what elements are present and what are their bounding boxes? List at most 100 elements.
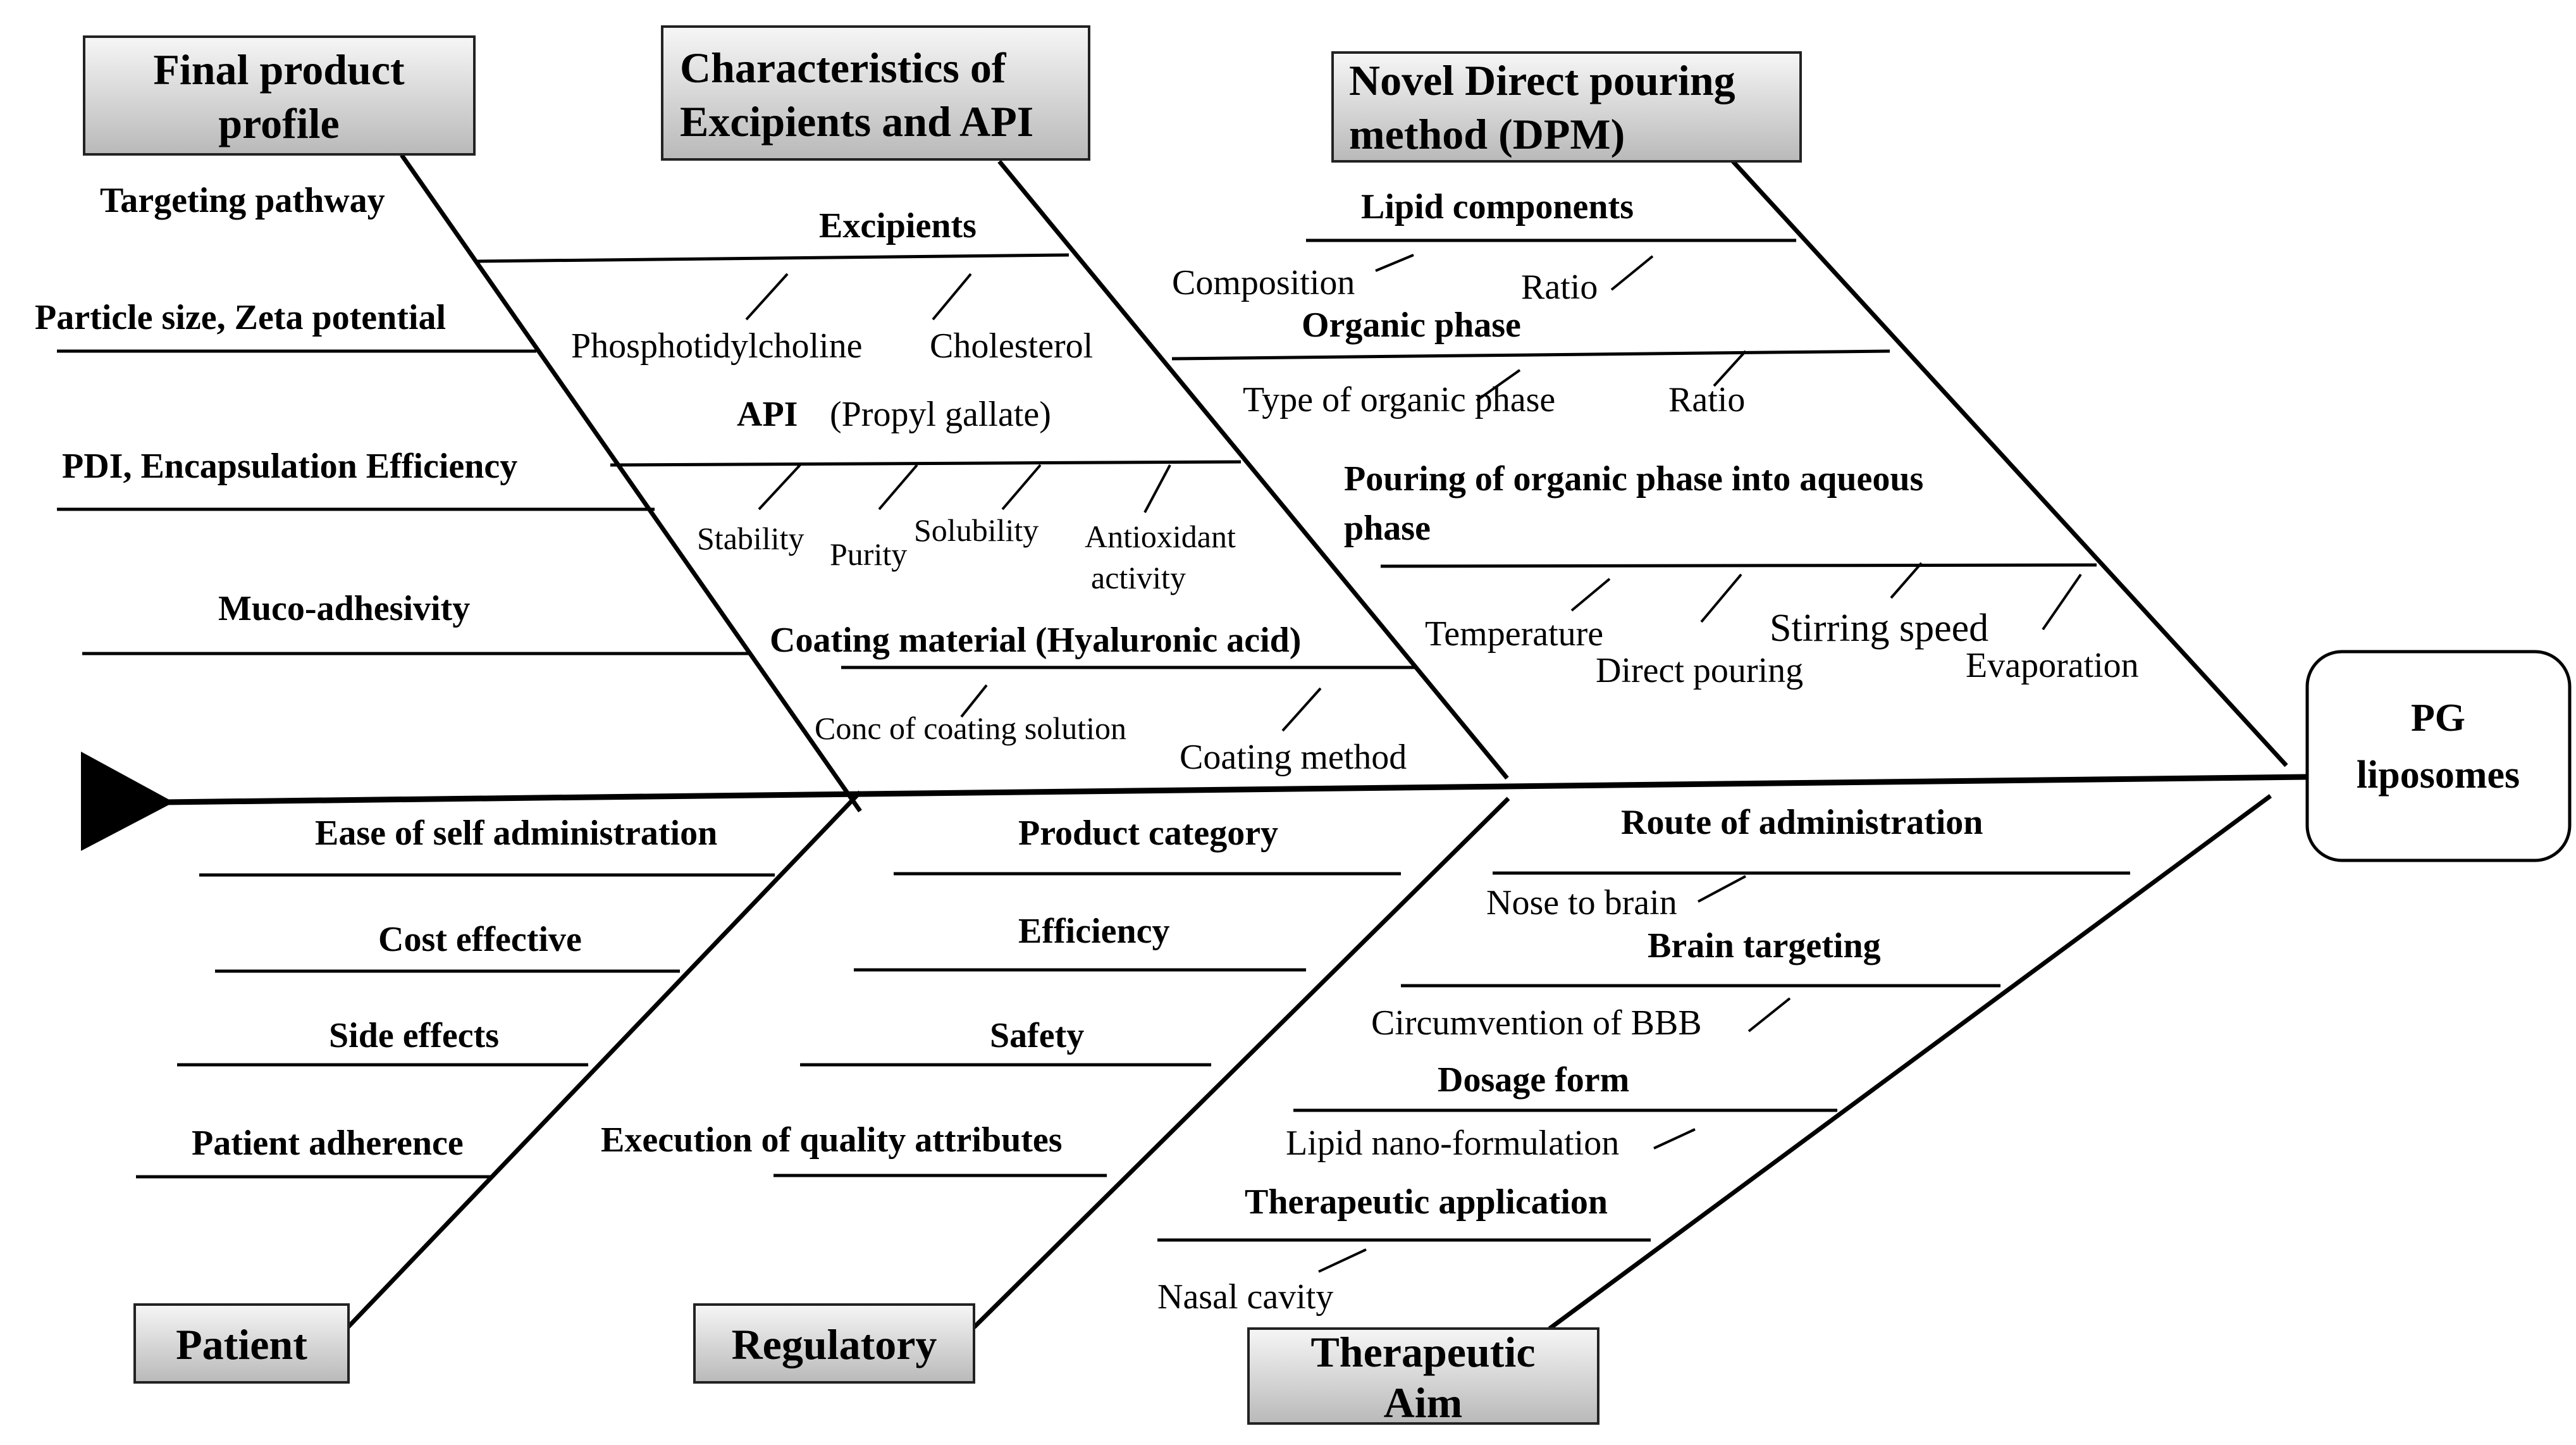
effect-box: PG liposomes: [2305, 650, 2572, 862]
label-evaporation: Evaporation: [1966, 646, 2139, 685]
spine: [164, 774, 2308, 805]
label-conc-coating: Conc of coating solution: [815, 710, 1126, 746]
subarrow-temperature: [1570, 578, 1611, 612]
subarrow-purity: [878, 464, 918, 511]
bone-final-product-profile: [400, 153, 862, 813]
label-nose: Nose to brain: [1486, 883, 1677, 922]
main-bones: [346, 153, 2288, 1330]
label-targeting-pathway: Targeting pathway: [100, 181, 385, 220]
label-coating-material: Coating material (Hyaluronic acid): [770, 621, 1301, 660]
category-title-line2: profile: [218, 99, 339, 147]
sub-cause-arrows: [745, 254, 2082, 1273]
subarrow-ratio1: [1610, 255, 1654, 291]
bone-excipients-api: [997, 159, 1509, 780]
cause-arrows: [57, 239, 2131, 1242]
category-title-line2: method (DPM): [1349, 110, 1625, 158]
label-composition: Composition: [1172, 263, 1355, 302]
subarrow-composition: [1375, 254, 1414, 272]
label-muco: Muco-adhesivity: [218, 589, 470, 628]
label-nasal: Nasal cavity: [1157, 1277, 1333, 1317]
label-circumvention: Circumvention of BBB: [1371, 1003, 1702, 1043]
category-regulatory: Regulatory: [693, 1303, 975, 1384]
label-stability: Stability: [697, 521, 804, 556]
label-solubility: Solubility: [914, 512, 1038, 548]
label-product-category: Product category: [1018, 814, 1278, 853]
category-title: Patient: [176, 1320, 307, 1368]
subarrow-type-organic: [1476, 369, 1521, 402]
label-purity: Purity: [830, 536, 907, 572]
label-therapeutic-app: Therapeutic application: [1245, 1182, 1608, 1222]
label-api: API: [737, 395, 798, 434]
arrow-api: [610, 460, 1242, 467]
bone-dpm: [1731, 159, 2288, 767]
category-final-product-profile: Final product profile: [83, 35, 476, 156]
label-antioxidant-1: Antioxidant: [1085, 519, 1236, 554]
subarrow-stability: [758, 464, 801, 511]
label-pouring-1: Pouring of organic phase into aqueous: [1344, 459, 1923, 499]
label-type-organic: Type of organic phase: [1243, 380, 1555, 419]
arrow-excipients: [477, 253, 1069, 263]
label-efficiency: Efficiency: [1018, 912, 1169, 951]
label-temperature: Temperature: [1425, 614, 1603, 654]
label-coating-method: Coating method: [1180, 738, 1407, 777]
category-title-line1: Final product: [153, 46, 405, 94]
subarrow-evaporation: [2042, 573, 2082, 631]
arrow-organic-phase: [1171, 349, 1890, 361]
bone-regulatory: [972, 797, 1510, 1329]
label-execution: Execution of quality attributes: [601, 1120, 1063, 1160]
category-therapeutic-aim: Therapeutic Aim: [1247, 1327, 1599, 1427]
subarrow-conc-coating: [960, 684, 988, 718]
label-direct-pouring: Direct pouring: [1596, 651, 1803, 690]
label-brain-targeting: Brain targeting: [1648, 926, 1881, 965]
category-excipients-api: Characteristics of Excipients and API: [661, 25, 1090, 161]
label-stirring: Stirring speed: [1770, 607, 1988, 650]
label-particle-size: Particle size, Zeta potential: [35, 298, 446, 337]
label-ratio-1: Ratio: [1521, 268, 1598, 307]
subarrow-phosphotidylcholine: [745, 273, 789, 321]
category-title-line1: Therapeutic: [1310, 1328, 1535, 1376]
subarrow-lipid-nano: [1653, 1128, 1696, 1150]
subarrow-antioxidant: [1143, 464, 1171, 513]
label-safety: Safety: [990, 1016, 1084, 1055]
spine-tail-triangle: [81, 752, 174, 851]
subarrow-nose: [1698, 875, 1746, 903]
category-dpm: Novel Direct pouring method (DPM): [1331, 51, 1802, 163]
label-phosphotidylcholine: Phosphotidylcholine: [571, 326, 862, 366]
cause-labels: Targeting pathway Particle size, Zeta po…: [35, 181, 2139, 1317]
label-organic-phase: Organic phase: [1302, 306, 1521, 345]
label-ease: Ease of self administration: [315, 814, 717, 853]
label-adherence: Patient adherence: [192, 1124, 464, 1163]
label-lipid-nano: Lipid nano-formulation: [1286, 1124, 1619, 1163]
category-title: Regulatory: [732, 1320, 937, 1368]
subarrow-circumvention: [1747, 997, 1791, 1033]
label-pdi: PDI, Encapsulation Efficiency: [62, 447, 517, 486]
label-excipients: Excipients: [819, 206, 977, 245]
bone-patient: [346, 790, 862, 1329]
category-title-line1: Characteristics of: [680, 44, 1007, 92]
label-cholesterol: Cholesterol: [930, 326, 1093, 366]
effect-line1: PG: [2411, 697, 2465, 740]
subarrow-nasal: [1318, 1248, 1367, 1273]
category-patient: Patient: [133, 1303, 350, 1384]
label-cost: Cost effective: [378, 920, 582, 959]
effect-line2: liposomes: [2357, 754, 2520, 797]
category-title-line1: Novel Direct pouring: [1349, 56, 1735, 104]
subarrow-stirring: [1890, 562, 1923, 599]
label-route: Route of administration: [1621, 803, 1983, 842]
label-antioxidant-2: activity: [1091, 560, 1186, 595]
label-pouring-2: phase: [1344, 509, 1431, 548]
label-dosage-form: Dosage form: [1438, 1060, 1629, 1100]
label-api-name: (Propyl gallate): [830, 395, 1051, 434]
category-title-line2: Excipients and API: [680, 97, 1033, 146]
subarrow-direct-pouring: [1700, 573, 1742, 623]
subarrow-solubility: [1001, 464, 1042, 511]
label-ratio-2: Ratio: [1668, 380, 1745, 419]
bone-therapeutic-aim: [1548, 794, 2272, 1330]
category-title-line2: Aim: [1384, 1379, 1463, 1427]
subarrow-ratio2: [1713, 350, 1747, 387]
subarrow-cholesterol: [932, 273, 972, 321]
subarrow-coating-method: [1281, 687, 1322, 732]
arrow-pouring: [1380, 563, 2097, 568]
label-side-effects: Side effects: [329, 1016, 499, 1055]
